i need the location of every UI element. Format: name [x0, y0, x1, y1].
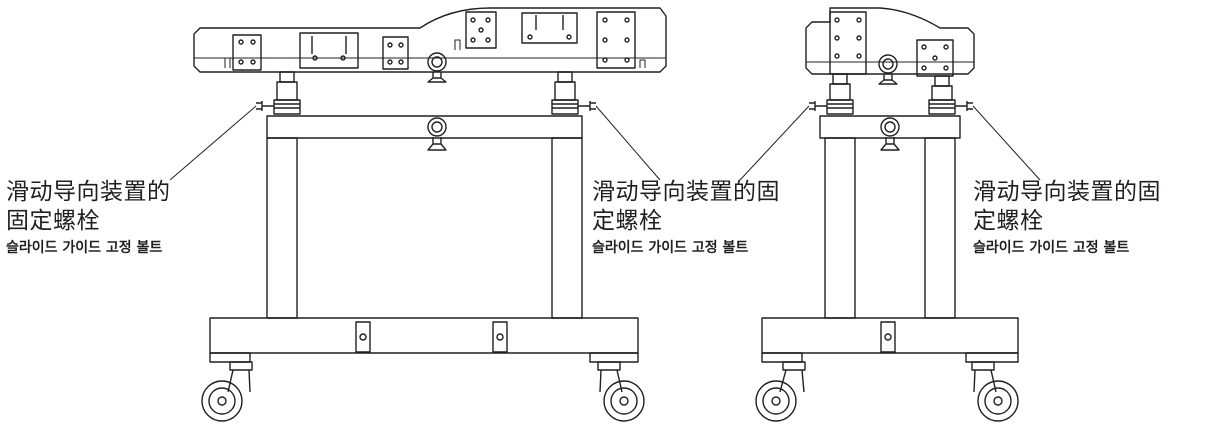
left-upper-plate [193, 7, 667, 73]
right-beam-knob [880, 117, 900, 151]
callout-middle-ko: 슬라이드 가이드 고정 볼트 [592, 239, 749, 256]
right-leg-b [924, 137, 956, 319]
right-caster-a [755, 361, 806, 422]
right-leg-a [824, 137, 856, 319]
right-caster-b [971, 361, 1019, 422]
right-slide-guide-a [809, 73, 854, 115]
right-fixing-bolt-b [955, 101, 973, 111]
left-stand [169, 7, 667, 422]
callout-middle: 滑动导向装置的固 定螺栓 슬라이드 가이드 고정 볼트 [592, 178, 780, 257]
callout-right: 滑动导向装置的固 定螺栓 슬라이드 가이드 고정 볼트 [973, 178, 1161, 257]
left-caster-a [201, 361, 253, 422]
left-slide-guide-a [256, 71, 301, 115]
left-leader-b [595, 105, 661, 181]
right-top-beam [819, 115, 961, 139]
left-slide-guide-b [551, 71, 596, 115]
left-base-beam [209, 317, 639, 354]
right-leader-a [739, 105, 810, 181]
right-base-beam [761, 317, 1019, 354]
right-stand [739, 7, 1041, 422]
left-caster-b [597, 361, 645, 422]
callout-right-zh-line2: 定螺栓 [973, 207, 1044, 234]
left-leg-b [551, 137, 583, 319]
left-beam-knob [427, 117, 447, 151]
left-base-brackets [355, 321, 508, 353]
right-upper-plate [805, 7, 975, 75]
left-top-beam [266, 115, 583, 139]
right-upper-knob [878, 54, 898, 85]
callout-right-zh-line1: 滑动导向装置的固 [973, 179, 1161, 205]
left-upper-knob [427, 52, 447, 83]
callout-middle-zh-line2: 定螺栓 [592, 207, 663, 234]
right-fixing-bolt-a [809, 101, 827, 111]
left-fixing-bolt-b [578, 101, 596, 111]
callout-right-ko: 슬라이드 가이드 고정 볼트 [973, 239, 1130, 256]
left-leg-a [266, 137, 298, 319]
callout-left-zh-line2: 固定螺栓 [6, 207, 100, 234]
left-fixing-bolt-a [256, 101, 274, 111]
callout-left-ko: 슬라이드 가이드 고정 볼트 [6, 239, 163, 256]
right-leader-b [972, 105, 1041, 181]
left-upper-bolt-plates [232, 11, 636, 71]
left-leader-a [169, 105, 257, 181]
callout-left: 滑动导向装置的 固定螺栓 슬라이드 가이드 고정 볼트 [6, 178, 171, 257]
callout-middle-zh-line1: 滑动导向装置的固 [592, 179, 780, 205]
right-upper-bolt-plates [829, 11, 954, 77]
right-base-bracket [880, 321, 896, 353]
callout-left-zh-line1: 滑动导向装置的 [6, 179, 171, 205]
right-slide-guide-b [928, 75, 973, 115]
